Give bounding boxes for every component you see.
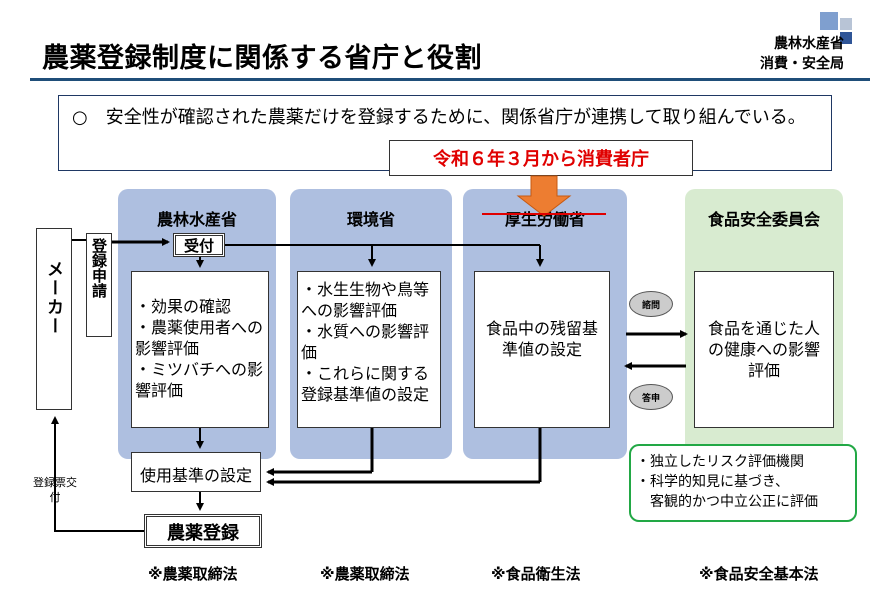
mhlw-role-panel	[474, 271, 610, 428]
fsc-law: ※食品安全基本法	[699, 565, 819, 583]
fsc-role-panel	[694, 271, 834, 428]
maff-roles: ・効果の確認 ・農薬使用者への影響評価 ・ミツバチへの影響評価	[135, 296, 267, 401]
maff-roles-panel	[131, 271, 269, 428]
env-role-2: ・水質への影響評価	[301, 322, 430, 362]
usage-standard-label: 使用基準の設定	[139, 466, 252, 485]
reply-oval: 答申	[629, 384, 673, 410]
ministry-name-line1: 農林水産省	[774, 36, 844, 52]
mhlw-law: ※食品衛生法	[491, 565, 581, 583]
application-box	[86, 233, 112, 337]
fsc-role: 食品を通じた人の健康への影響評価	[707, 319, 820, 380]
maff-title: 農林水産省	[156, 210, 237, 229]
transfer-arrow	[516, 175, 572, 217]
mhlw-role: 食品中の残留基準値の設定	[486, 319, 599, 359]
usage-standard-box	[131, 452, 261, 492]
fsc-notes-box	[629, 444, 857, 522]
ministry-logo-mark	[820, 12, 860, 46]
intro-text: ○ 安全性が確認された農薬だけを登録するために、関係省庁が連携して取り組んでいる…	[72, 107, 806, 128]
application-label: 登録申請	[90, 238, 108, 298]
maff-role-1: ・効果の確認	[135, 297, 232, 316]
fsc-note-2: ・科学的知見に基づき、	[636, 474, 790, 490]
title-underline	[30, 78, 870, 81]
env-role-1: ・水生生物や鳥等への影響評価	[301, 280, 430, 320]
fsc-notes: ・独立したリスク評価機関 ・科学的知見に基づき、 客観的かつ中立公正に評価	[636, 452, 856, 512]
maff-law: ※農薬取締法	[148, 565, 238, 583]
ministry-name: 農林水産省 消費・安全局	[760, 34, 844, 74]
env-roles: ・水生生物や鳥等への影響評価 ・水質への影響評価 ・これらに関する登録基準値の設…	[301, 279, 439, 405]
reception-label: 受付	[183, 237, 214, 255]
maker-label: メーカー	[43, 260, 63, 336]
env-roles-panel	[297, 271, 441, 428]
maff-role-2: ・農薬使用者への影響評価	[135, 318, 264, 358]
consult-oval: 諮問	[629, 291, 673, 317]
page-title: 農薬登録制度に関係する省庁と役割	[42, 43, 482, 74]
fsc-note-3: 客観的かつ中立公正に評価	[636, 494, 818, 510]
fsc-title: 食品安全委員会	[707, 210, 820, 229]
env-title: 環境省	[346, 210, 395, 229]
maff-role-3: ・ミツバチへの影響評価	[135, 360, 264, 400]
env-role-3: ・これらに関する登録基準値の設定	[301, 364, 430, 404]
env-law: ※農薬取締法	[320, 565, 410, 583]
registration-to-maker-arrow	[51, 416, 144, 532]
maker-box	[36, 228, 72, 410]
reception-box	[173, 233, 225, 257]
registration-box	[144, 514, 262, 548]
registration-label: 農薬登録	[167, 523, 239, 544]
ministry-name-line2: 消費・安全局	[760, 56, 844, 72]
fsc-note-1: ・独立したリスク評価機関	[636, 454, 804, 470]
